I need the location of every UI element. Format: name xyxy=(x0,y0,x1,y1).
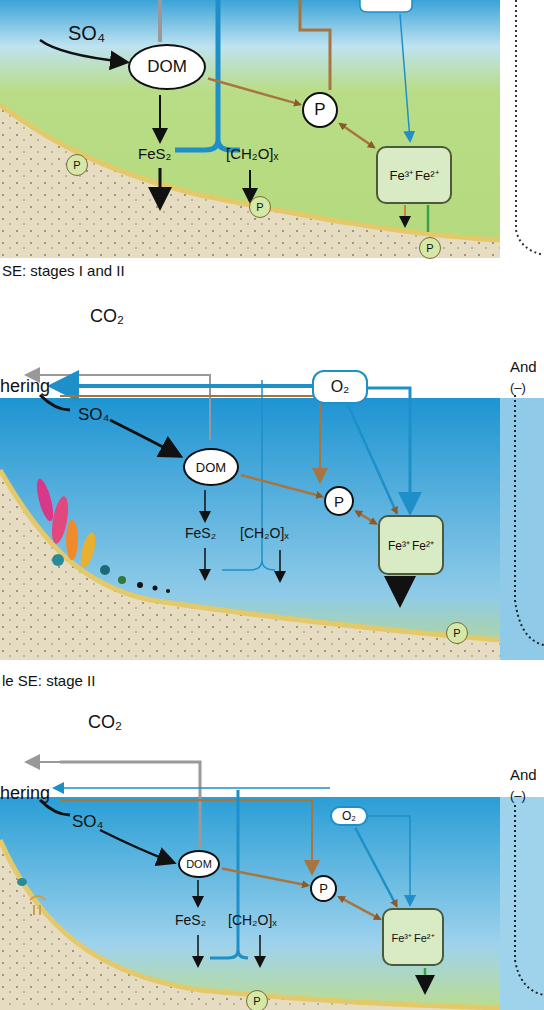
phosphorus-circle: P xyxy=(246,990,268,1010)
flow-arrow xyxy=(349,406,397,513)
flow-arrow xyxy=(355,828,396,906)
label: SO₄ xyxy=(72,812,104,832)
node-text: Fe²⁺ xyxy=(414,930,435,945)
label: FeS₂ xyxy=(185,525,216,541)
phosphorus-circle: P xyxy=(310,875,337,902)
iron-box: Fe³⁺Fe²⁺ xyxy=(378,515,444,575)
label: (–) xyxy=(510,380,526,395)
dom-ellipse: DOM xyxy=(178,850,220,878)
phosphorus-circle: P xyxy=(249,196,271,218)
label: SO₄ xyxy=(78,405,110,425)
phosphorus-circle: P xyxy=(302,92,338,128)
dom-ellipse: DOM xyxy=(128,44,206,90)
oxygen-box: O₂ xyxy=(312,370,368,404)
organisms xyxy=(17,878,46,915)
label: [CH₂O]ₓ xyxy=(240,525,289,541)
label: And xyxy=(510,358,537,375)
algae xyxy=(34,477,170,593)
flow-arrow xyxy=(241,475,322,497)
label: CO₂ xyxy=(88,712,122,733)
label: [CH₂O]ₓ xyxy=(226,145,278,162)
node-text: P xyxy=(256,201,263,213)
label: CO₂ xyxy=(90,306,124,327)
flow-arrow xyxy=(222,869,308,886)
node-text: P xyxy=(253,995,260,1007)
node-text: P xyxy=(73,159,80,171)
flow-arrow xyxy=(340,124,374,148)
node-text: DOM xyxy=(196,460,226,475)
node-text: Fe³⁺ xyxy=(388,537,410,554)
node-text: DOM xyxy=(147,57,187,77)
node-text: P xyxy=(426,242,433,254)
label: FeS₂ xyxy=(175,912,206,928)
node-text: Fe³⁺ xyxy=(390,166,414,184)
dom-ellipse: DOM xyxy=(183,448,239,486)
label: FeS₂ xyxy=(138,145,171,162)
node-text: P xyxy=(334,493,344,510)
phosphorus-circle: P xyxy=(419,237,441,259)
node-text: DOM xyxy=(186,858,212,870)
iron-box: Fe³⁺Fe²⁺ xyxy=(382,908,444,966)
flow-arrow xyxy=(208,79,300,105)
node-text: O₂ xyxy=(331,378,350,396)
label: [CH₂O]ₓ xyxy=(228,912,277,928)
label: hering xyxy=(0,376,50,397)
node-text: Fe³⁺ xyxy=(392,930,413,945)
node-text: P xyxy=(314,100,325,120)
iron-box: Fe³⁺Fe²⁺ xyxy=(376,146,452,204)
node-text: Fe²⁺ xyxy=(412,537,434,554)
phosphorus-circle: P xyxy=(66,154,88,176)
node-text: Fe²⁺ xyxy=(415,166,439,184)
node-text: P xyxy=(453,627,460,639)
node-text: P xyxy=(319,881,328,896)
phosphorus-circle: P xyxy=(446,622,468,644)
flow-arrow xyxy=(339,897,380,919)
phosphorus-circle: P xyxy=(324,486,354,516)
label: le SE: stage II xyxy=(2,672,95,689)
label: (–) xyxy=(510,788,526,803)
oxygen-box: O₂ xyxy=(330,806,368,826)
label: SE: stages I and II xyxy=(2,262,125,279)
label: hering xyxy=(0,783,50,804)
label: And xyxy=(510,766,537,783)
label: SO₄ xyxy=(68,22,105,45)
node-text: O₂ xyxy=(342,809,356,823)
flow-arrow xyxy=(356,511,376,523)
